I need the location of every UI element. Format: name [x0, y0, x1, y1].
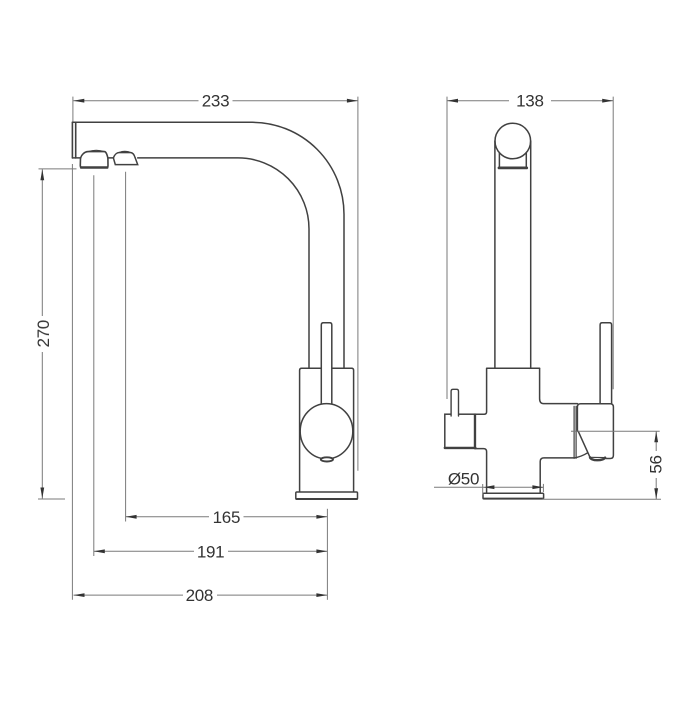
- svg-text:233: 233: [202, 92, 229, 111]
- svg-text:165: 165: [213, 508, 240, 527]
- svg-text:191: 191: [197, 542, 224, 561]
- svg-text:Ø50: Ø50: [448, 470, 479, 489]
- svg-text:138: 138: [516, 92, 543, 111]
- svg-text:56: 56: [647, 455, 666, 473]
- svg-text:270: 270: [34, 320, 53, 347]
- svg-text:208: 208: [186, 586, 213, 605]
